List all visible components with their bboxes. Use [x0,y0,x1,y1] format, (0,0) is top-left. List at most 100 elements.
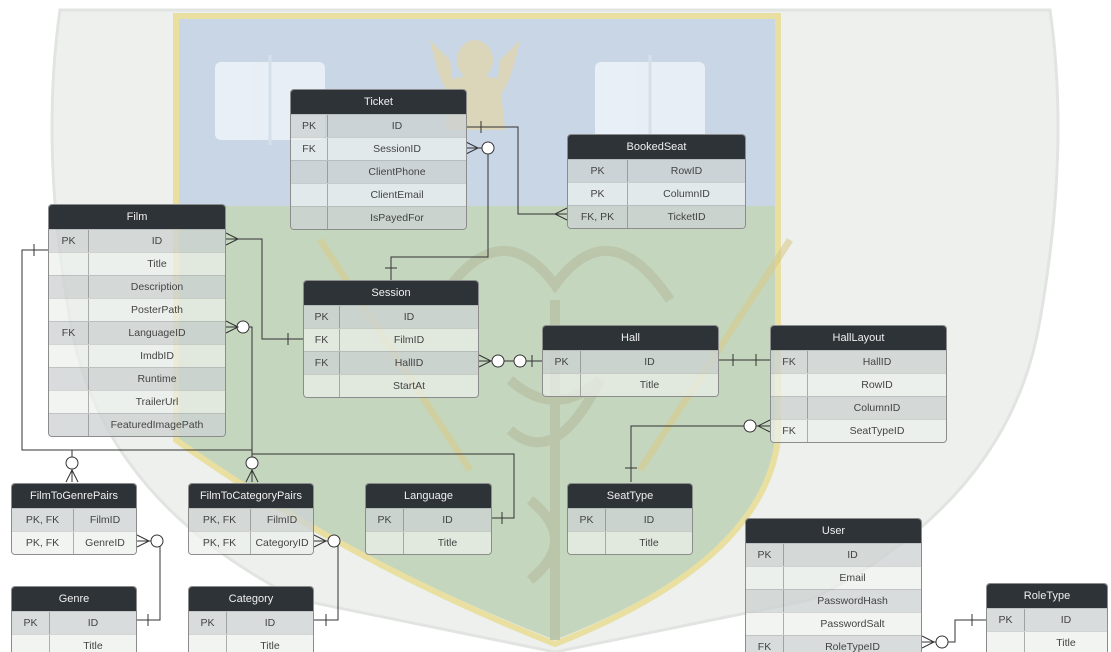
entity-title: Session [304,281,478,305]
key-label [987,632,1025,652]
field-name: ImdbID [140,350,174,362]
key-label [291,184,328,206]
key-label: PK [568,160,628,182]
key-label: PK [189,612,227,634]
entity-title: Ticket [291,90,466,114]
key-label: PK [304,306,340,328]
field-name: ID [442,514,453,526]
key-label [568,532,606,554]
key-label: PK [543,351,581,373]
key-label: PK, FK [12,509,74,531]
key-label [291,161,328,183]
entity-row: PosterPath [49,298,225,321]
field-name: ColumnID [853,402,901,414]
entity-row: PK, FK FilmID [12,508,136,531]
entity-title: RoleType [987,584,1107,608]
field-name: RoleTypeID [825,641,880,652]
entity-row: PasswordSalt [746,612,921,635]
field-name: StartAt [392,380,426,392]
entity-row: PK ID [304,305,478,328]
key-label: PK, FK [189,509,251,531]
field-name: PosterPath [131,304,183,316]
field-name: ClientPhone [368,166,426,178]
key-label [746,590,784,612]
key-label [12,635,50,652]
key-label [49,253,89,275]
entity-row: Title [987,631,1107,652]
key-label [771,397,808,419]
field-name: TrailerUrl [135,396,179,408]
entity-row: PasswordHash [746,589,921,612]
entity-title: Category [189,587,313,611]
entity-title: SeatType [568,484,692,508]
entity-title: User [746,519,921,543]
key-label: FK, PK [568,206,628,228]
entity-title: FilmToCategoryPairs [189,484,313,508]
entity-row: ColumnID [771,396,946,419]
key-label: FK [304,329,340,351]
field-name: Title [260,640,280,652]
entity-row: Title [568,531,692,554]
entity-row: Title [12,634,136,652]
entity-row: Runtime [49,367,225,390]
field-name: Title [147,258,167,270]
key-label: PK, FK [189,532,251,554]
field-name: SeatTypeID [849,425,905,437]
field-name: Email [839,572,866,584]
entity-genre[interactable]: Genre PK ID Title [11,586,137,652]
entity-row: ImdbID [49,344,225,367]
field-name: FilmID [89,514,121,526]
field-name: ID [847,549,858,561]
field-name: SessionID [373,143,421,155]
field-name: ID [87,617,99,629]
key-label [366,532,404,554]
entity-title: Genre [12,587,136,611]
field-name: ID [403,311,415,323]
field-name: ID [1060,614,1072,626]
field-name: Title [83,640,103,652]
entity-row: PK ID [543,350,718,373]
field-name: Title [1056,637,1076,649]
key-label [49,391,89,413]
field-name: LanguageID [128,327,186,339]
key-label: PK [49,230,89,252]
field-name: ID [644,356,655,368]
key-label [49,414,89,436]
key-label: PK [12,612,50,634]
key-label [49,299,89,321]
key-label [771,374,808,396]
entity-title: Language [366,484,491,508]
field-name: HallID [862,356,892,368]
field-name: CategoryID [255,537,309,549]
key-label: PK [291,115,328,137]
field-name: FeaturedImagePath [110,419,204,431]
